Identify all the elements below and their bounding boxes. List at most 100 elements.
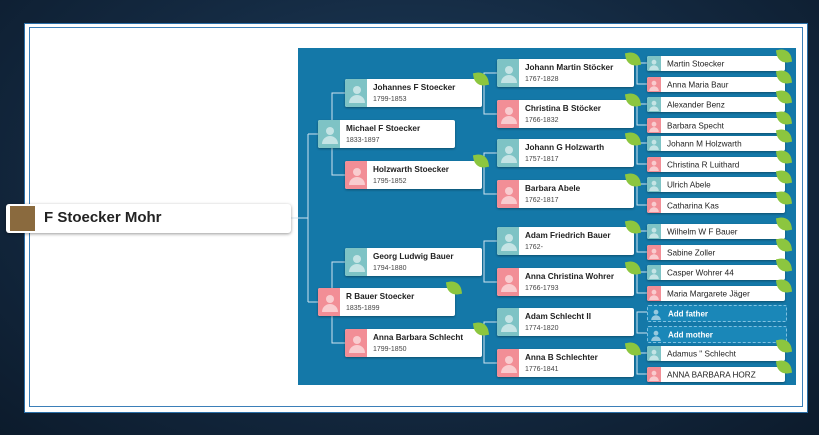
person-card[interactable]: Johannes F Stoecker 1799-1853 — [345, 79, 482, 107]
person-card[interactable]: Anna B Schlechter 1776-1841 — [497, 349, 634, 377]
person-card[interactable]: Alexander Benz — [647, 97, 785, 112]
person-silhouette-icon — [648, 306, 662, 321]
person-silhouette-icon — [651, 309, 661, 320]
person-silhouette-icon — [649, 121, 659, 132]
avatar — [345, 329, 367, 357]
add-parent-button[interactable]: Add father — [647, 305, 787, 322]
person-silhouette-icon — [349, 255, 365, 272]
person-card[interactable]: Johann G Holzwarth 1757-1817 — [497, 139, 634, 167]
person-silhouette-icon — [649, 349, 659, 360]
avatar — [497, 308, 519, 336]
person-name: Johann M Holzwarth — [667, 139, 742, 148]
person-name: Johann Martin Stöcker — [525, 63, 614, 72]
person-card[interactable]: Johann Martin Stöcker 1767-1828 — [497, 59, 634, 87]
person-name: Anna B Schlechter — [525, 353, 598, 362]
avatar — [647, 97, 661, 112]
person-silhouette-icon — [349, 86, 365, 103]
avatar — [647, 265, 661, 280]
avatar — [647, 245, 661, 260]
person-card[interactable]: Maria Margarete Jäger — [647, 286, 785, 301]
person-card[interactable]: Casper Wohrer 44 — [647, 265, 785, 280]
person-name: Michael F Stoecker — [346, 124, 421, 133]
person-card[interactable]: Adam Schlecht II 1774-1820 — [497, 308, 634, 336]
avatar — [497, 227, 519, 255]
person-silhouette-icon — [649, 160, 659, 171]
person-dates: 1757-1817 — [525, 156, 559, 163]
person-card[interactable]: Johann M Holzwarth — [647, 136, 785, 151]
root-person-card[interactable]: F Stoecker Mohr — [6, 204, 291, 233]
person-silhouette-icon — [501, 146, 517, 163]
person-name: Anna Maria Baur — [667, 80, 729, 89]
avatar — [647, 118, 661, 133]
avatar — [345, 248, 367, 276]
person-name: Ulrich Abele — [667, 180, 711, 189]
person-dates: 1835-1899 — [346, 305, 380, 312]
person-silhouette-icon — [349, 336, 365, 353]
avatar — [647, 77, 661, 92]
person-name: Johann G Holzwarth — [525, 143, 605, 152]
person-card[interactable]: Wilhelm W F Bauer — [647, 224, 785, 239]
person-silhouette-icon — [322, 295, 338, 312]
avatar — [345, 161, 367, 189]
person-card[interactable]: ANNA BARBARA HORZ — [647, 367, 785, 382]
person-dates: 1799-1853 — [373, 96, 407, 103]
person-card[interactable]: Michael F Stoecker 1833-1897 — [318, 120, 455, 148]
person-silhouette-icon — [648, 327, 662, 342]
person-card[interactable]: Barbara Specht — [647, 118, 785, 133]
person-silhouette-icon — [649, 248, 659, 259]
person-name: R Bauer Stoecker — [346, 292, 415, 301]
person-card[interactable]: R Bauer Stoecker 1835-1899 — [318, 288, 455, 316]
person-name: Christina R Luithard — [667, 160, 740, 169]
person-silhouette-icon — [649, 201, 659, 212]
avatar — [647, 198, 661, 213]
person-card[interactable]: Adamus " Schlecht — [647, 346, 785, 361]
person-dates: 1774-1820 — [525, 325, 559, 332]
person-dates: 1767-1828 — [525, 76, 559, 83]
avatar — [497, 180, 519, 208]
avatar — [647, 286, 661, 301]
avatar — [345, 79, 367, 107]
person-silhouette-icon — [501, 275, 517, 292]
person-name: Georg Ludwig Bauer — [373, 252, 454, 261]
person-card[interactable]: Christina R Luithard — [647, 157, 785, 172]
person-name: Johannes F Stoecker — [373, 83, 456, 92]
person-card[interactable]: Ulrich Abele — [647, 177, 785, 192]
person-silhouette-icon — [649, 370, 659, 381]
avatar — [497, 100, 519, 128]
person-silhouette-icon — [649, 80, 659, 91]
person-name: Adam Friedrich Bauer — [525, 231, 611, 240]
person-dates: 1833-1897 — [346, 137, 380, 144]
person-card[interactable]: Catharina Kas — [647, 198, 785, 213]
add-parent-label: Add father — [668, 309, 708, 318]
avatar — [647, 367, 661, 382]
person-dates: 1795-1852 — [373, 178, 407, 185]
person-silhouette-icon — [649, 289, 659, 300]
person-dates: 1776-1841 — [525, 366, 559, 373]
person-name: Wilhelm W F Bauer — [667, 227, 738, 236]
person-name: Adam Schlecht II — [525, 312, 591, 321]
person-name: Alexander Benz — [667, 100, 725, 109]
person-silhouette-icon — [322, 127, 338, 144]
person-name: Sabine Zoller — [667, 248, 716, 257]
avatar — [647, 56, 661, 71]
avatar — [497, 268, 519, 296]
add-parent-button[interactable]: Add mother — [647, 326, 787, 343]
avatar — [647, 346, 661, 361]
person-card[interactable]: Sabine Zoller — [647, 245, 785, 260]
avatar — [647, 224, 661, 239]
person-silhouette-icon — [649, 268, 659, 279]
person-name: Maria Margarete Jäger — [667, 289, 750, 298]
person-silhouette-icon — [501, 356, 517, 373]
person-card[interactable]: Anna Maria Baur — [647, 77, 785, 92]
avatar — [647, 157, 661, 172]
person-silhouette-icon — [649, 227, 659, 238]
person-silhouette-icon — [501, 315, 517, 332]
person-card[interactable]: Martin Stoecker — [647, 56, 785, 71]
